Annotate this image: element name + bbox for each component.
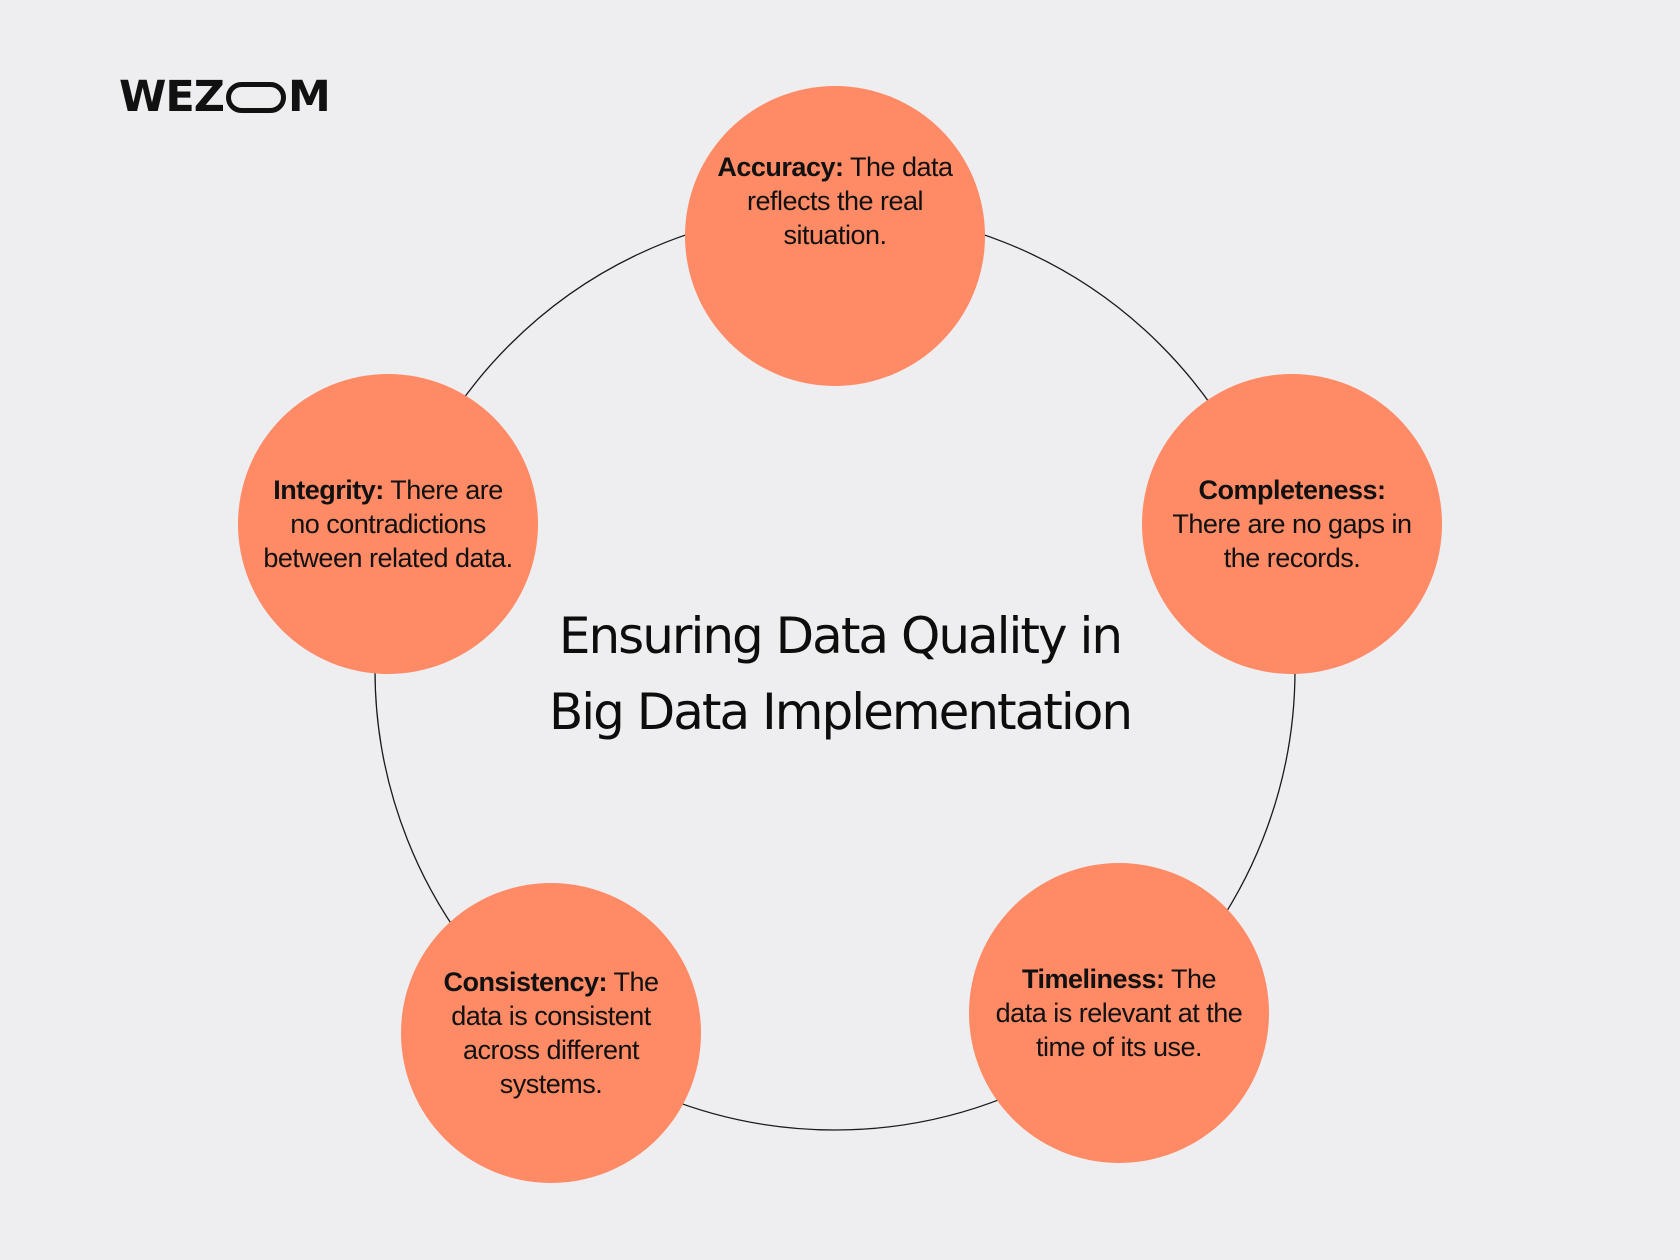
node-consistency-text: Consistency: The data is consistent acro…	[426, 965, 676, 1101]
node-completeness-term: Completeness:	[1198, 475, 1386, 505]
node-consistency-description: The data is consistent across different …	[451, 967, 659, 1099]
diagram-title-line-2: Big Data Implementation	[548, 683, 1133, 741]
logo-text-left: WEZ	[119, 72, 225, 122]
node-integrity: Integrity: There are no contradictions b…	[238, 374, 538, 674]
node-integrity-text: Integrity: There are no contradictions b…	[263, 473, 513, 575]
node-timeliness-text: Timeliness: The data is relevant at the …	[994, 962, 1244, 1064]
node-accuracy-text: Accuracy: The data reflects the real sit…	[710, 150, 960, 252]
node-accuracy-term: Accuracy:	[717, 152, 844, 182]
diagram-title: Ensuring Data Quality in Big Data Implem…	[490, 598, 1190, 750]
node-consistency-term: Consistency:	[443, 967, 607, 997]
node-timeliness-description: The data is relevant at the time of its …	[995, 964, 1243, 1062]
logo-o-shape	[225, 81, 286, 113]
node-consistency: Consistency: The data is consistent acro…	[401, 883, 701, 1183]
wezom-logo: WEZ M	[119, 72, 331, 122]
node-integrity-term: Integrity:	[273, 475, 384, 505]
node-accuracy-description: The data reflects the real situation.	[746, 152, 953, 250]
node-completeness-description: There are no gaps in the records.	[1172, 509, 1412, 573]
diagram-title-line-1: Ensuring Data Quality in	[558, 607, 1123, 665]
node-timeliness: Timeliness: The data is relevant at the …	[969, 863, 1269, 1163]
node-completeness-text: Completeness: There are no gaps in the r…	[1167, 473, 1417, 575]
node-timeliness-term: Timeliness:	[1021, 964, 1165, 994]
logo-text-right: M	[287, 72, 331, 122]
node-completeness: Completeness: There are no gaps in the r…	[1142, 374, 1442, 674]
node-accuracy: Accuracy: The data reflects the real sit…	[685, 86, 985, 386]
node-integrity-description: There are no contradictions between rela…	[263, 475, 513, 573]
